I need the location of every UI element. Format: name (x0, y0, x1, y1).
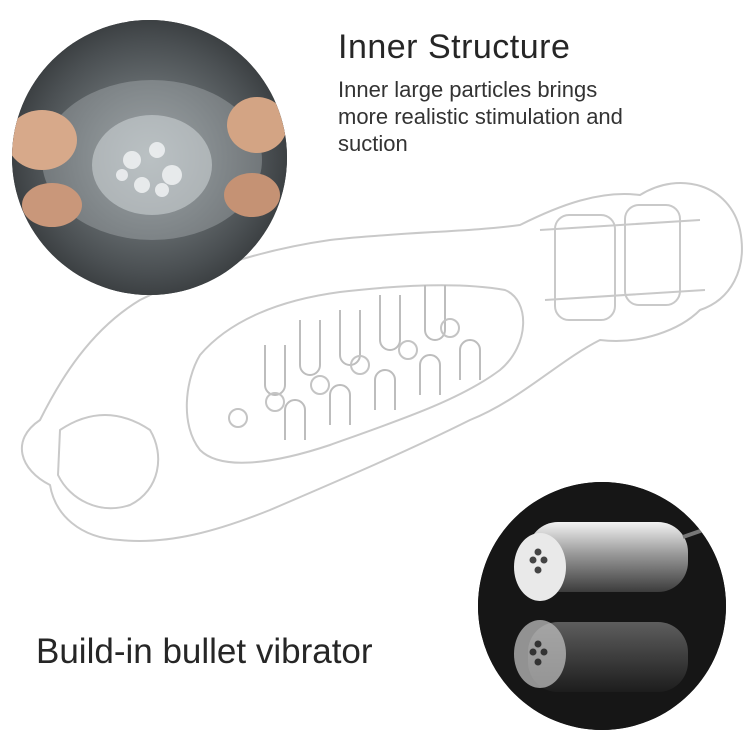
bullet-vibrator-photo (478, 482, 726, 730)
description-line: suction (338, 131, 408, 156)
description-line: more realistic stimulation and (338, 104, 623, 129)
description-line: Inner large particles brings (338, 77, 598, 102)
inner-structure-description: Inner large particles brings more realis… (338, 76, 623, 157)
vibrator-caption: Build-in bullet vibrator (36, 632, 373, 671)
inner-structure-photo (12, 20, 287, 295)
inner-structure-title: Inner Structure (338, 28, 571, 66)
